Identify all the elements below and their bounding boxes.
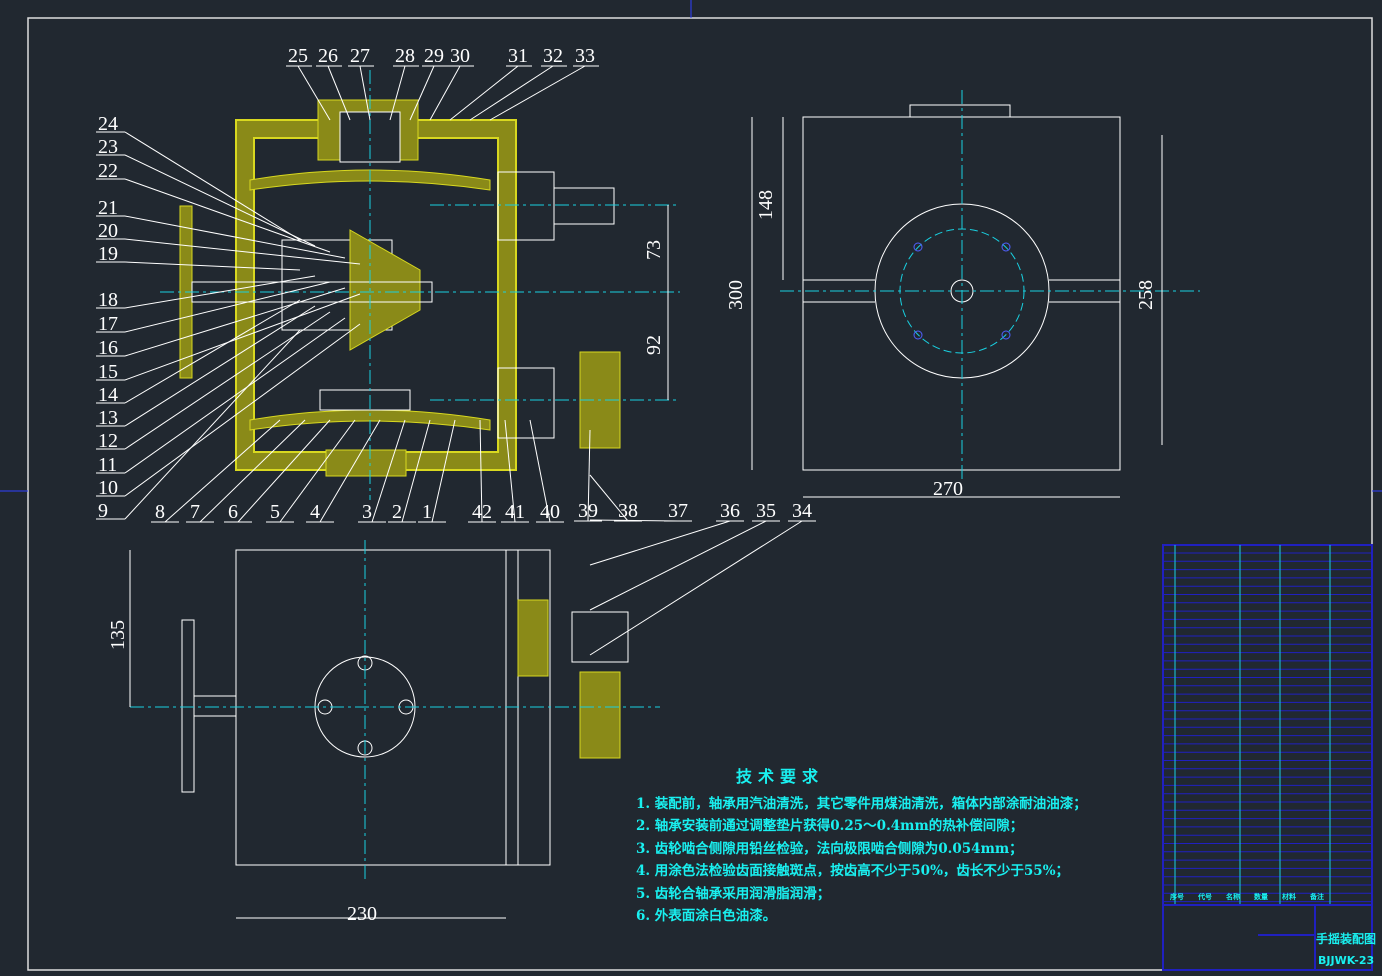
part-number: 24 — [98, 113, 118, 135]
drawing-border — [27, 17, 1373, 971]
header-qty: 数量 — [1254, 893, 1268, 901]
technical-requirements: 技术要求 1. 装配前，轴承用汽油清洗，其它零件用煤油清洗，箱体内部涂耐油油漆；… — [636, 766, 1087, 928]
part-number: 20 — [98, 220, 118, 242]
drawing-number: BJJWK-23 — [1318, 954, 1375, 967]
header-material: 材料 — [1282, 893, 1296, 901]
tech-req-item: 6. 外表面涂白色油漆。 — [636, 908, 777, 924]
part-number: 18 — [98, 289, 118, 311]
part-number: 30 — [450, 45, 470, 67]
dimension-label: 300 — [725, 280, 747, 310]
title-block — [1162, 904, 1373, 971]
part-number: 16 — [98, 337, 118, 359]
dimension-label: 92 — [643, 335, 665, 355]
tech-req-item: 1. 装配前，轴承用汽油清洗，其它零件用煤油清洗，箱体内部涂耐油油漆； — [636, 795, 1087, 812]
header-seq: 序号 — [1170, 893, 1184, 901]
part-number: 38 — [618, 500, 638, 522]
part-number: 34 — [792, 500, 812, 522]
part-number: 12 — [98, 430, 118, 452]
part-number: 25 — [288, 45, 308, 67]
part-number: 8 — [155, 501, 165, 523]
part-number: 19 — [98, 243, 118, 265]
dimension-label: 148 — [755, 190, 777, 220]
dimension-label: 270 — [933, 478, 963, 500]
tech-req-item: 4. 用涂色法检验齿面接触斑点，按齿高不少于50%，齿长不少于55%； — [636, 863, 1070, 879]
part-number: 6 — [228, 501, 238, 523]
part-number: 5 — [270, 501, 280, 523]
dimension-label: 258 — [1135, 280, 1157, 310]
parts-list-header: 序号 代号 名称 数量 材料 备注 — [1170, 892, 1324, 902]
part-number: 35 — [756, 500, 776, 522]
tech-req-item: 5. 齿轮合轴承采用润滑脂润滑； — [636, 885, 831, 902]
part-number: 32 — [543, 45, 563, 67]
part-number: 36 — [720, 500, 740, 522]
part-number: 33 — [575, 45, 595, 67]
part-number: 13 — [98, 407, 118, 429]
tech-req-title: 技术要求 — [736, 767, 825, 786]
part-number: 15 — [98, 361, 118, 383]
part-number: 14 — [98, 384, 118, 406]
header-code: 代号 — [1198, 893, 1212, 901]
side-view — [751, 90, 1200, 498]
dimension-label: 230 — [347, 903, 377, 925]
part-number: 10 — [98, 477, 118, 499]
part-number: 1 — [422, 501, 432, 523]
part-number: 9 — [98, 500, 108, 522]
top-view — [129, 540, 660, 919]
part-number: 26 — [318, 45, 338, 67]
part-number: 28 — [395, 45, 415, 67]
part-number: 21 — [98, 197, 118, 219]
part-number: 42 — [472, 501, 492, 523]
part-number: 17 — [98, 313, 118, 335]
part-number: 31 — [508, 45, 528, 67]
part-number: 22 — [98, 160, 118, 182]
header-note: 备注 — [1310, 893, 1324, 901]
front-section-view — [160, 70, 680, 500]
dimension-label: 135 — [107, 620, 129, 650]
drawing-title: 手摇装配图 — [1316, 932, 1377, 946]
header-name: 名称 — [1226, 893, 1240, 901]
tech-req-item: 2. 轴承安装前通过调整垫片获得0.25～0.4mm的热补偿间隙； — [636, 818, 1024, 834]
parts-list — [1162, 544, 1373, 906]
part-number: 27 — [350, 45, 370, 67]
part-number: 3 — [362, 501, 372, 523]
tech-req-item: 3. 齿轮啮合侧隙用铅丝检验，法向极限啮合侧隙为0.054mm； — [636, 840, 1023, 857]
part-number: 7 — [190, 501, 200, 523]
part-number: 23 — [98, 136, 118, 158]
part-number: 29 — [424, 45, 444, 67]
part-number: 11 — [98, 454, 117, 476]
part-number: 40 — [540, 501, 560, 523]
part-number: 39 — [578, 500, 598, 522]
dimension-label: 73 — [643, 240, 665, 260]
part-number: 2 — [392, 501, 402, 523]
part-number: 4 — [310, 501, 320, 523]
part-number: 37 — [668, 500, 688, 522]
part-number: 41 — [505, 501, 525, 523]
